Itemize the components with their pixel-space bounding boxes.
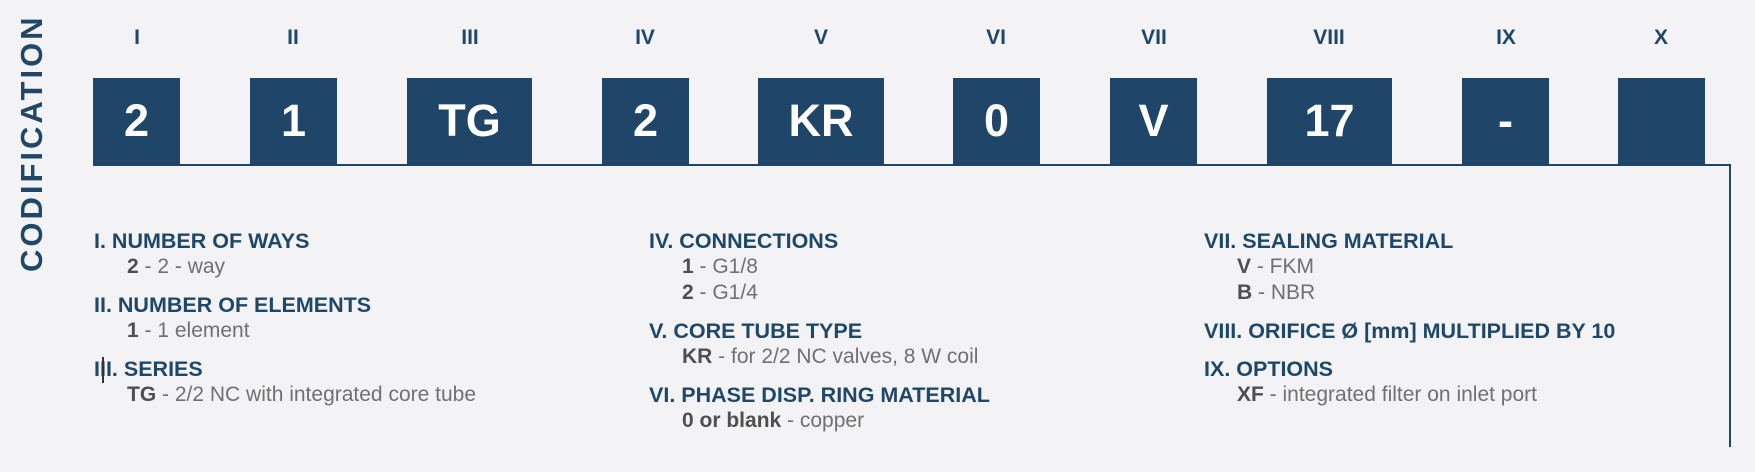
section-heading: IX. OPTIONS [1204,357,1334,381]
option-line: TG - 2/2 NC with integrated core tube [94,382,476,408]
option-code: B [1237,281,1253,304]
option-desc: - 2 - way [138,255,226,278]
code-box-1: 2 [93,78,180,164]
section-sealing-material: VII. SEALING MATERIAL V - FKM B - NBR [1204,228,1453,306]
section-options: IX. OPTIONS XF - integrated filter on in… [1204,356,1537,408]
position-label-6: VI [986,26,1006,49]
option-line: 1 - G1/8 [649,254,838,280]
section-orifice: VIII. ORIFICE Ø [mm] MULTIPLIED BY 10 [1204,318,1615,344]
bracket-baseline [93,164,1731,166]
option-code: 0 or blank [682,409,782,432]
option-desc: - 2/2 NC with integrated core tube [156,383,477,406]
position-label-8: VIII [1313,26,1345,49]
position-label-10: X [1653,26,1668,49]
option-line: 2 - G1/4 [649,280,838,306]
option-line: 1 - 1 element [94,318,371,344]
position-label-9: IX [1496,26,1516,49]
option-desc: - G1/4 [693,281,758,304]
code-box-7: V [1110,78,1197,164]
option-code: XF [1237,383,1264,406]
bracket-vertical-line [1729,164,1731,447]
section-number-of-ways: I. NUMBER OF WAYS 2 - 2 - way [94,228,309,280]
option-desc: - 1 element [138,319,250,342]
option-line: 0 or blank - copper [649,408,990,434]
option-code: KR [682,345,713,368]
position-label-1: I [134,26,140,49]
position-label-5: V [813,26,828,49]
section-heading: II. NUMBER OF ELEMENTS [94,293,372,317]
option-desc: - copper [781,409,865,432]
option-line: V - FKM [1204,254,1453,280]
position-label-7: VII [1141,26,1167,49]
position-label-2: II [287,26,299,49]
option-code: TG [127,383,157,406]
option-line: XF - integrated filter on inlet port [1204,382,1537,408]
code-box-2: 1 [250,78,337,164]
position-label-3: III [461,26,479,49]
text-cursor [102,357,104,383]
option-code: 1 [682,255,694,278]
code-box-5: KR [758,78,884,164]
option-line: 2 - 2 - way [94,254,309,280]
section-heading: VIII. ORIFICE Ø [mm] MULTIPLIED BY 10 [1204,319,1616,343]
section-phase-disp-ring-material: VI. PHASE DISP. RING MATERIAL 0 or blank… [649,382,990,434]
position-label-4: IV [635,26,655,49]
option-line: KR - for 2/2 NC valves, 8 W coil [649,344,978,370]
section-number-of-elements: II. NUMBER OF ELEMENTS 1 - 1 element [94,292,371,344]
section-heading: IV. CONNECTIONS [649,229,839,253]
codification-side-title: CODIFICATION [14,14,49,272]
section-heading: VI. PHASE DISP. RING MATERIAL [649,383,990,407]
option-code: V [1237,255,1252,278]
option-desc: - for 2/2 NC valves, 8 W coil [712,345,979,368]
code-box-3: TG [407,78,532,164]
code-box-6: 0 [953,78,1040,164]
option-desc: - integrated filter on inlet port [1263,383,1537,406]
option-line: B - NBR [1204,280,1453,306]
code-box-4: 2 [602,78,689,164]
section-series: III. SERIES TG - 2/2 NC with integrated … [94,356,476,408]
section-connections: IV. CONNECTIONS 1 - G1/8 2 - G1/4 [649,228,838,306]
section-core-tube-type: V. CORE TUBE TYPE KR - for 2/2 NC valves… [649,318,978,370]
option-desc: - FKM [1251,255,1315,278]
code-box-8: 17 [1267,78,1392,164]
code-box-10 [1618,78,1705,164]
section-heading: VII. SEALING MATERIAL [1204,229,1454,253]
section-heading: III. SERIES [94,357,203,381]
code-box-9: - [1462,78,1549,164]
option-desc: - NBR [1252,281,1316,304]
option-code: 2 [682,281,694,304]
option-desc: - G1/8 [693,255,758,278]
section-heading: I. NUMBER OF WAYS [94,229,310,253]
section-heading: V. CORE TUBE TYPE [649,319,863,343]
option-code: 1 [127,319,139,342]
option-code: 2 [127,255,139,278]
